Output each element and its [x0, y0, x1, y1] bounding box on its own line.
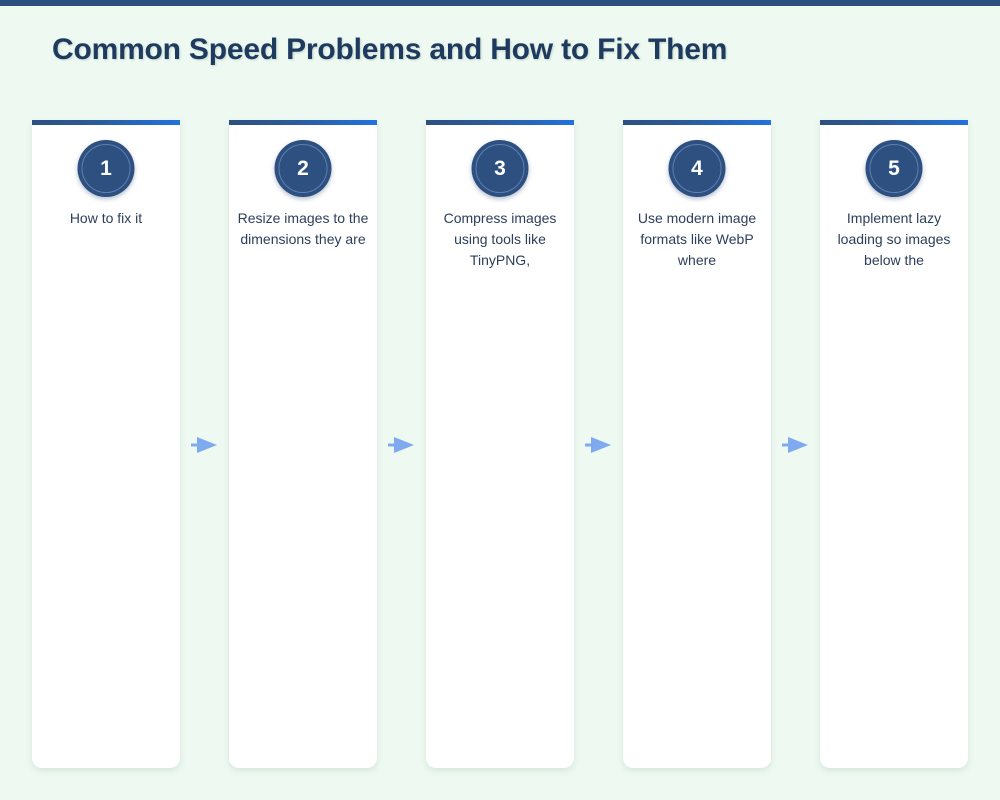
step-description: Use modern image formats like WebP where [637, 210, 757, 268]
step-card[interactable]: 5 Implement lazy loading so images below… [820, 120, 968, 768]
page-title: Common Speed Problems and How to Fix The… [52, 33, 728, 66]
step-2: 2 Resize images to the dimensions they a… [229, 120, 377, 768]
card-top-accent-bar [426, 120, 574, 125]
step-number-badge: 5 [865, 140, 923, 197]
step-card[interactable]: 1 How to fix it [32, 120, 180, 768]
card-top-accent-bar [623, 120, 771, 125]
step-description: How to fix it [69, 210, 143, 226]
card-top-accent-bar [32, 120, 180, 125]
card-top-accent-bar [820, 120, 968, 125]
step-4: 4 Use modern image formats like WebP whe… [623, 120, 771, 768]
step-description: Resize images to the dimensions they are [237, 210, 369, 247]
connector-4-5 [771, 120, 820, 768]
step-3: 3 Compress images using tools like TinyP… [426, 120, 574, 768]
steps-flow-row: 1 How to fix it 2 Resize images to the d… [32, 120, 968, 768]
step-number-badge: 1 [77, 140, 135, 197]
connector-2-3 [377, 120, 426, 768]
arrow-right-icon [387, 437, 414, 453]
step-number-badge: 3 [471, 140, 529, 197]
arrow-right-icon [190, 437, 217, 453]
step-5: 5 Implement lazy loading so images below… [820, 120, 968, 768]
step-number-badge: 4 [668, 140, 726, 197]
step-number-badge: 2 [274, 140, 332, 197]
step-number-label: 2 [297, 157, 309, 180]
connector-1-2 [180, 120, 229, 768]
card-top-accent-bar [229, 120, 377, 125]
step-description: Compress images using tools like TinyPNG… [443, 210, 557, 268]
connector-3-4 [574, 120, 623, 768]
top-accent-bar [0, 0, 1000, 6]
step-number-label: 1 [100, 157, 112, 180]
arrow-right-icon [781, 437, 808, 453]
step-card[interactable]: 3 Compress images using tools like TinyP… [426, 120, 574, 768]
step-card[interactable]: 4 Use modern image formats like WebP whe… [623, 120, 771, 768]
step-number-label: 3 [494, 157, 506, 180]
step-card[interactable]: 2 Resize images to the dimensions they a… [229, 120, 377, 768]
step-number-label: 4 [691, 157, 703, 180]
step-description: Implement lazy loading so images below t… [837, 210, 951, 268]
step-number-label: 5 [888, 157, 900, 180]
step-1: 1 How to fix it [32, 120, 180, 768]
arrow-right-icon [584, 437, 611, 453]
